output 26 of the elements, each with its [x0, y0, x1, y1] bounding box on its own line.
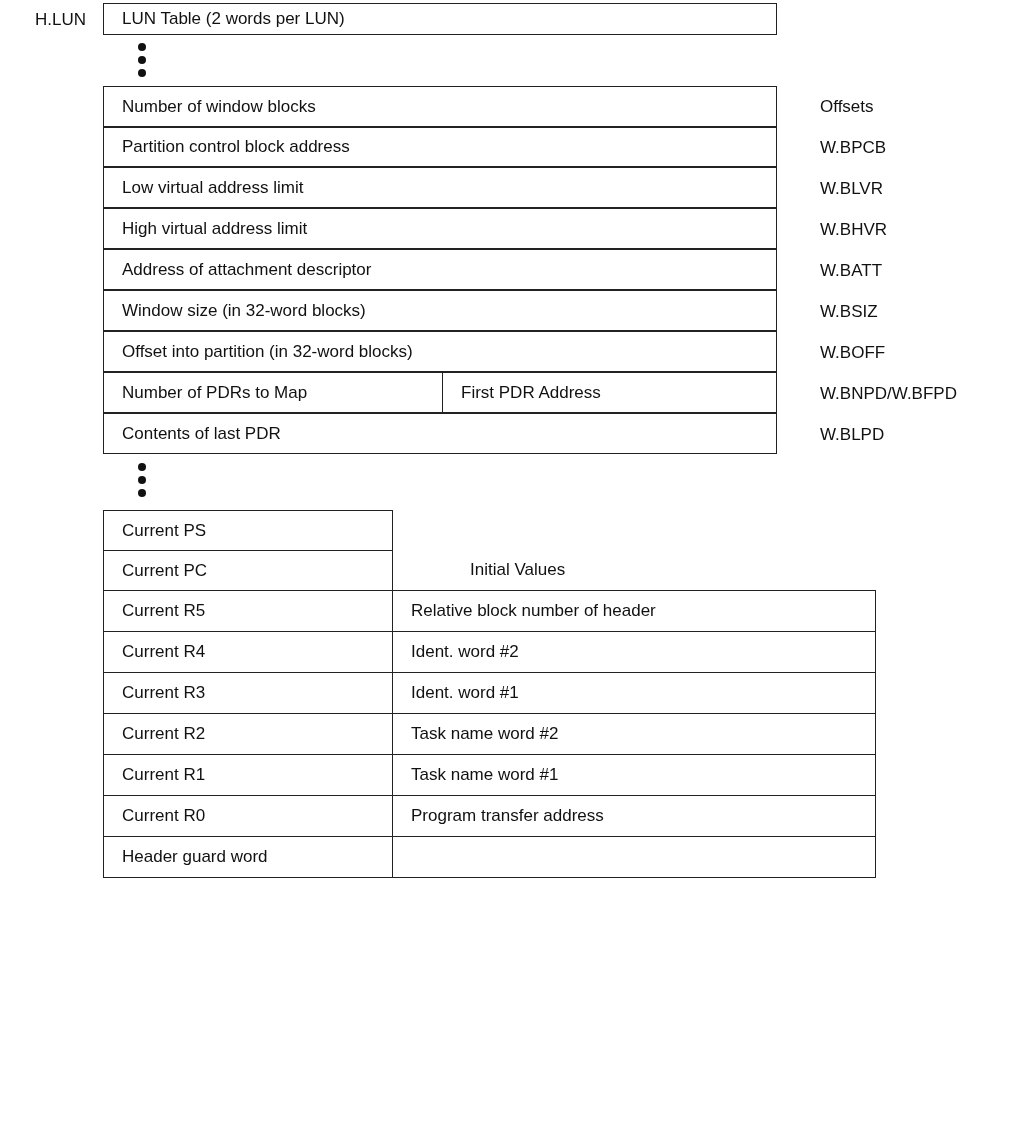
table-cell: LUN Table (2 words per LUN) [103, 3, 777, 35]
offset-label: W.BLPD [820, 425, 885, 445]
table-cell: Window size (in 32-word blocks) [103, 290, 777, 331]
table-cell: High virtual address limit [103, 208, 777, 249]
pointer-label: H.LUN [35, 10, 86, 30]
offset-label: W.BNPD/W.BFPD [820, 384, 957, 404]
offset-label: W.BHVR [820, 220, 888, 240]
offset-label: W.BPCB [820, 138, 887, 158]
offset-label: W.BATT [820, 261, 882, 281]
offset-label: W.BOFF [820, 343, 886, 363]
offset-label: W.BLVR [820, 179, 883, 199]
table-cell: Relative block number of header [392, 590, 876, 632]
table-cell: Contents of last PDR [103, 413, 777, 454]
table-cell: Header guard word [103, 836, 393, 878]
table-cell: Number of PDRs to Map [103, 372, 443, 413]
heading-label: Initial Values [470, 560, 566, 580]
table-cell: Offset into partition (in 32-word blocks) [103, 331, 777, 372]
offset-label: W.BSIZ [820, 302, 878, 322]
table-cell: First PDR Address [442, 372, 777, 413]
table-cell: Low virtual address limit [103, 167, 777, 208]
table-cell: Address of attachment descriptor [103, 249, 777, 290]
table-cell: Partition control block address [103, 127, 777, 167]
heading-label: Offsets [820, 97, 874, 117]
table-cell: Number of window blocks [103, 86, 777, 127]
table-cell: Current PS [103, 510, 393, 551]
table-cell: Current PC [103, 550, 393, 591]
